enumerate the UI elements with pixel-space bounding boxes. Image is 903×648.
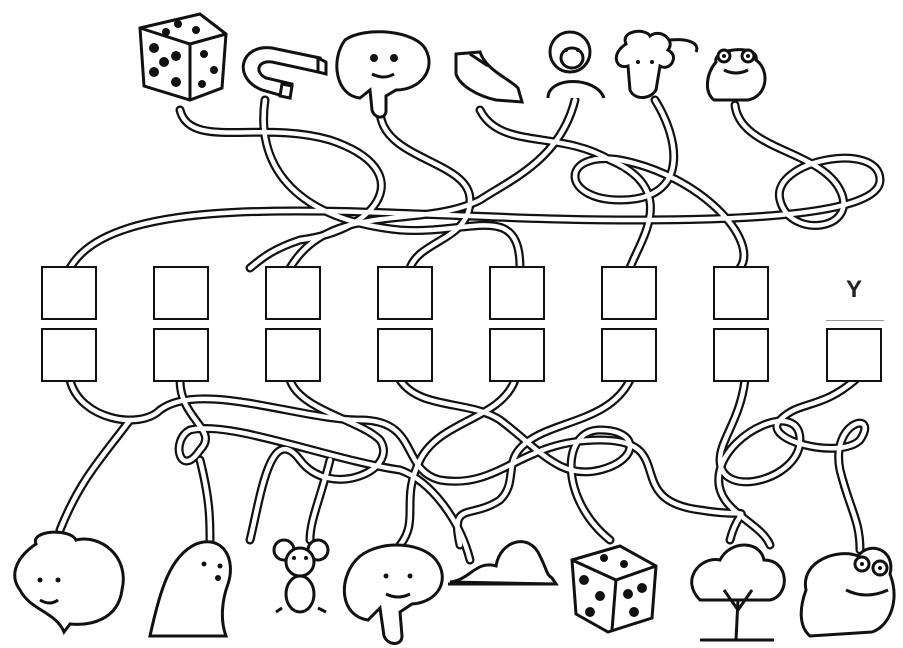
- frog-icon: [707, 50, 765, 100]
- elephant-icon: [344, 545, 442, 644]
- answer-box-bottom-5[interactable]: [489, 328, 545, 382]
- answer-box-top-7[interactable]: [713, 266, 769, 320]
- answer-box-bottom-6[interactable]: [601, 328, 657, 382]
- shoe-icon: [456, 52, 522, 102]
- horseshoe-magnet-icon: [243, 48, 326, 98]
- answer-box-bottom-4[interactable]: [377, 328, 433, 382]
- answer-box-top-4[interactable]: [377, 266, 433, 320]
- answer-box-top-1[interactable]: [41, 266, 97, 320]
- answer-box-top-3[interactable]: [265, 266, 321, 320]
- label-divider: [826, 320, 884, 321]
- answer-box-top-5[interactable]: [489, 266, 545, 320]
- answer-box-bottom-3[interactable]: [265, 328, 321, 382]
- tree-icon: [692, 545, 785, 640]
- seal-icon: [150, 542, 230, 636]
- mouse-icon: [274, 540, 328, 612]
- frog-icon: [801, 548, 894, 636]
- answer-box-top-2[interactable]: [153, 266, 209, 320]
- answer-box-bottom-2[interactable]: [153, 328, 209, 382]
- answer-box-bottom-7[interactable]: [713, 328, 769, 382]
- answer-box-bottom-1[interactable]: [41, 328, 97, 382]
- column-label: Y: [826, 276, 882, 304]
- sheep-icon: [15, 532, 124, 632]
- dice-icon: [140, 14, 226, 100]
- sheep-icon: [616, 31, 697, 97]
- answer-box-bottom-8[interactable]: [826, 328, 882, 382]
- monkey-icon: [548, 32, 604, 98]
- dice-icon: [572, 546, 656, 632]
- answer-box-top-6[interactable]: [601, 266, 657, 320]
- elephant-icon: [337, 32, 429, 117]
